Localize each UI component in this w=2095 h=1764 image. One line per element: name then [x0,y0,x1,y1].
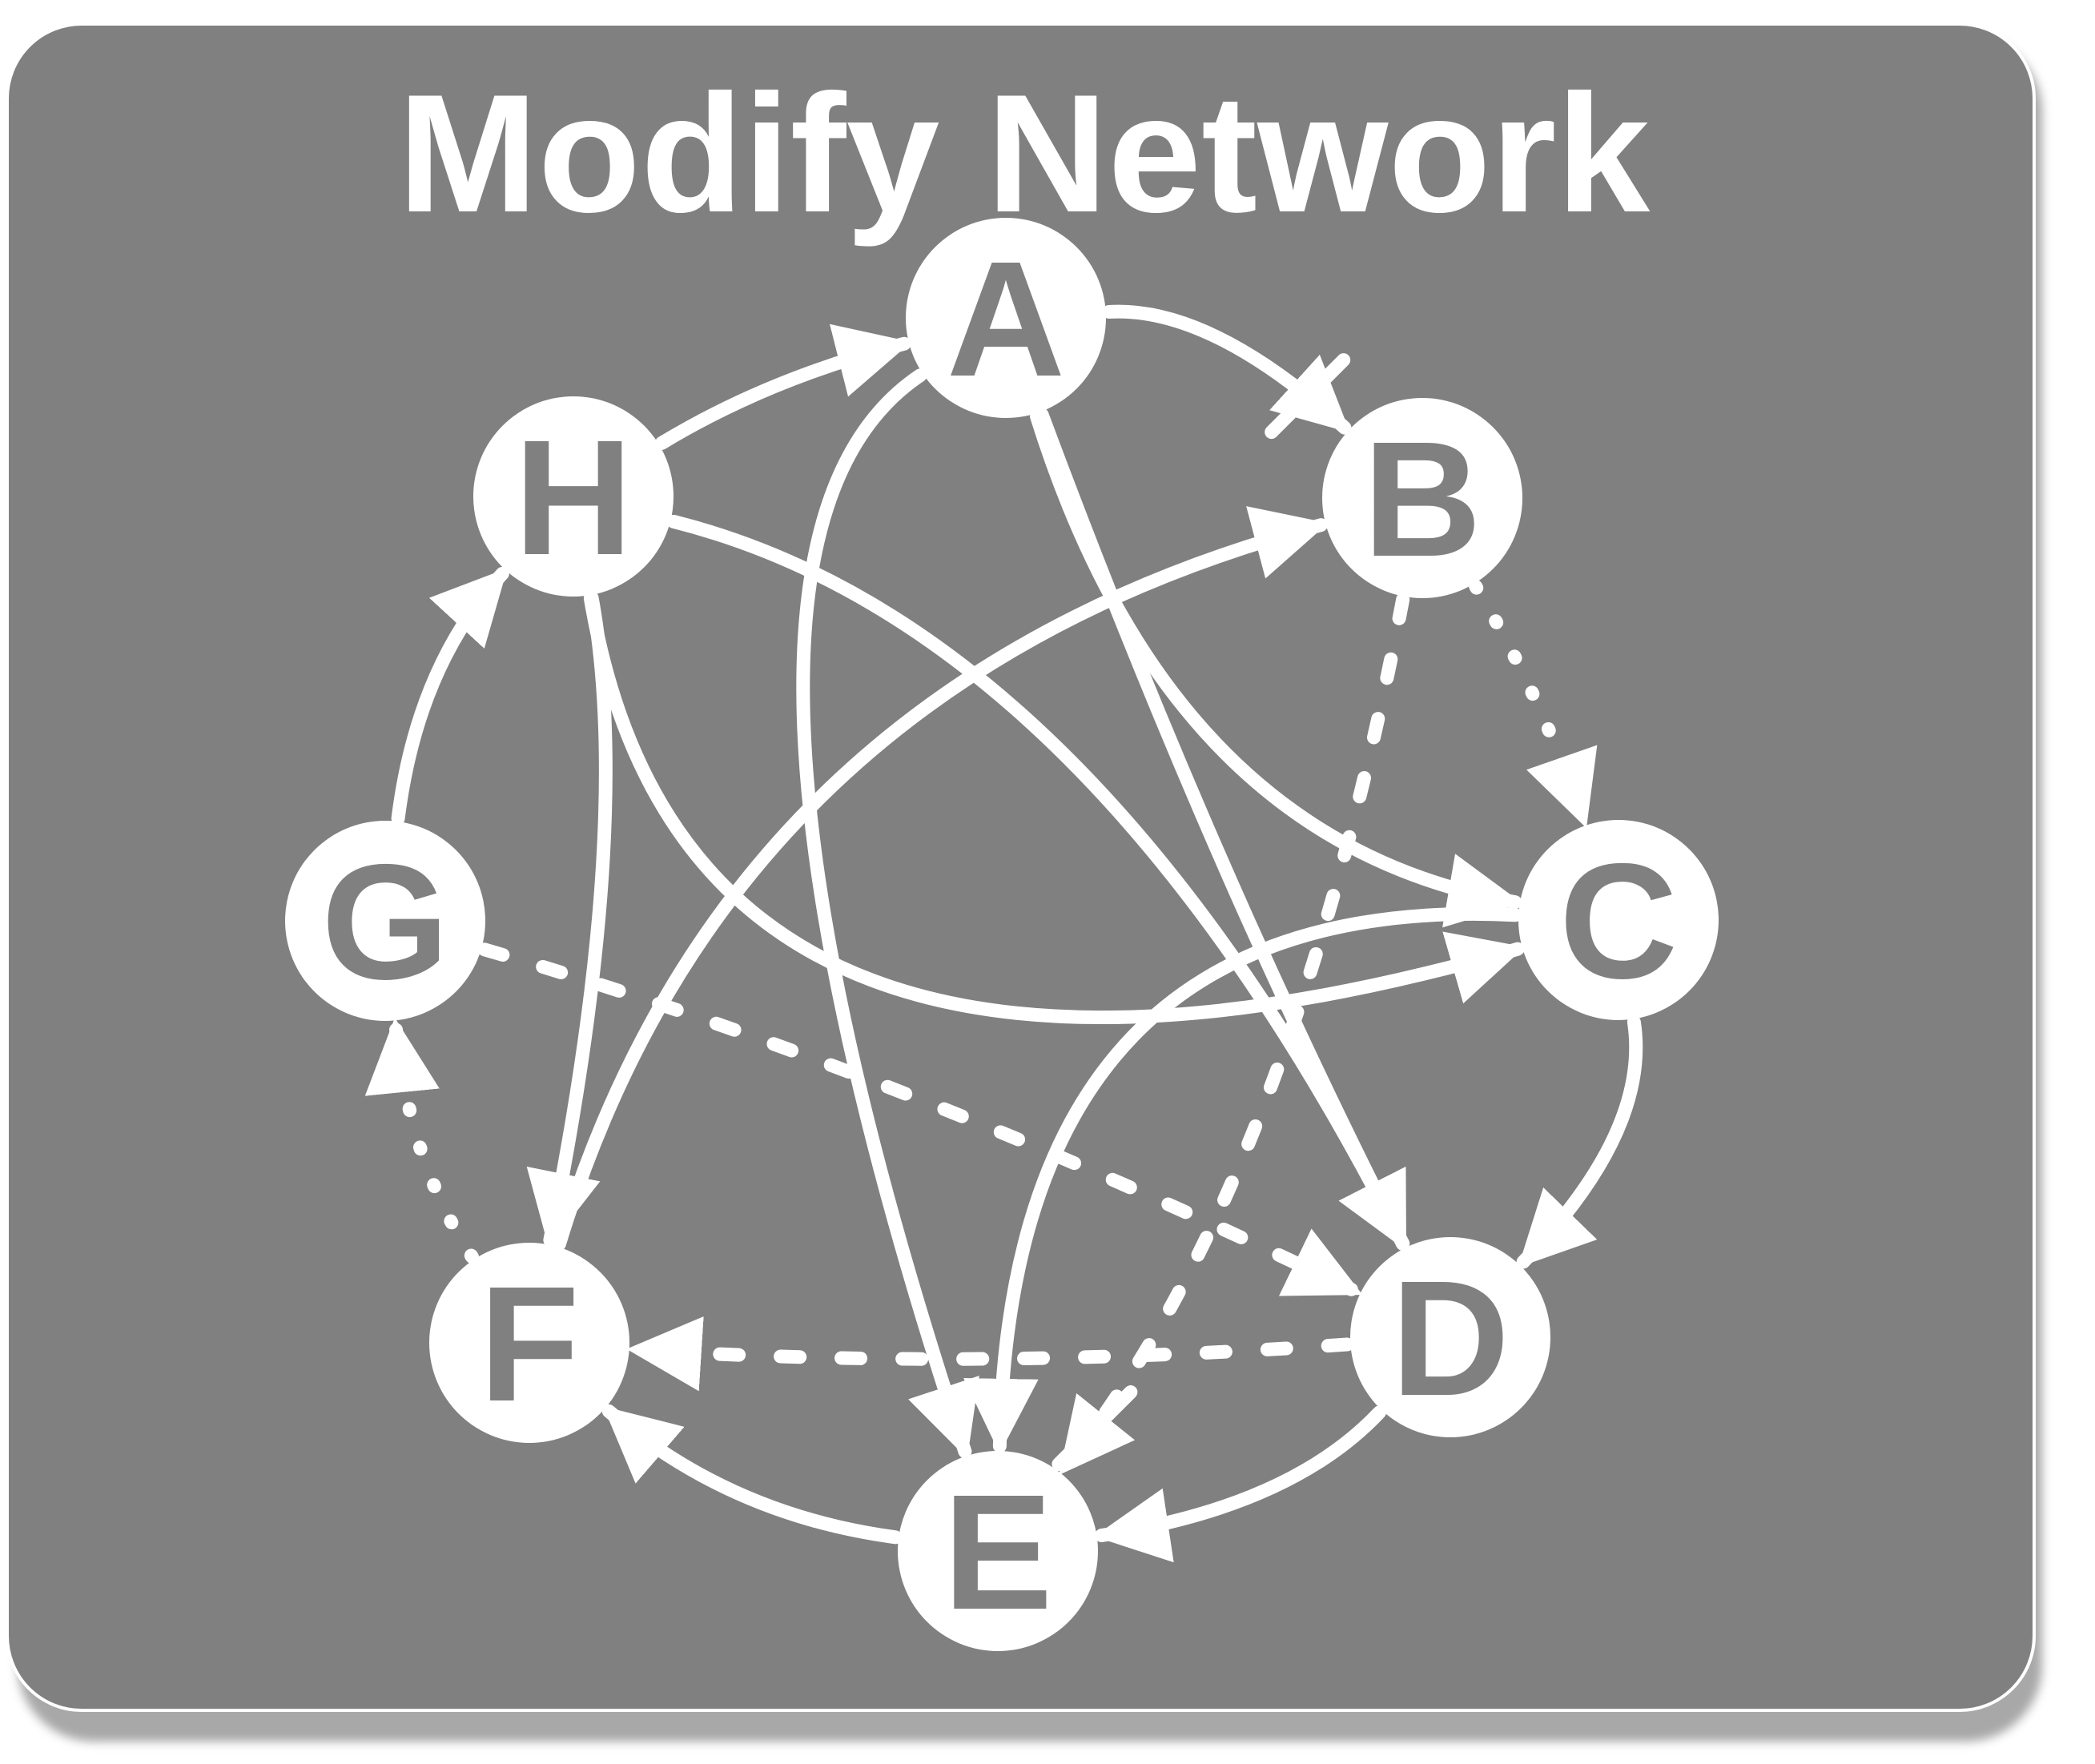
node-circle-g [285,821,485,1021]
edge-c-to-e [963,907,1522,1454]
node-label-b: B [1363,408,1482,591]
crossout-mark-a-b [1265,353,1351,440]
edge-h-to-c [583,591,1526,1025]
edge-c-to-d [1516,1015,1643,1269]
node-label-a: A [947,227,1065,411]
edge-a-to-e [796,368,979,1459]
edge-e-to-f [601,1404,903,1545]
node-a: A [906,218,1106,418]
nodes-layer: A B C D E F G H [285,218,1719,1651]
edge-g-to-h [391,566,509,826]
edges-layer [364,304,1643,1563]
node-circle-b [1322,398,1522,598]
node-circle-f [429,1243,629,1443]
edge-g-to-d [477,942,1363,1299]
page-title: Modify Network [397,59,1651,247]
node-circle-h [473,396,674,597]
edge-h-to-a [654,323,912,450]
network-diagram: A B C D E F G H [285,218,1719,1651]
node-label-h: H [514,406,633,589]
crossout-mark-b-e [1052,1385,1138,1472]
node-circle-c [1518,820,1719,1020]
node-circle-a [906,218,1106,418]
node-g: G [285,821,485,1021]
node-f: F [429,1243,629,1443]
node-circle-d [1350,1237,1550,1437]
network-panel: Modify Network A B C D E F G H [6,22,2036,1712]
node-label-c: C [1559,830,1678,1013]
edge-d-to-e [1094,1405,1386,1563]
edge-f-to-g [364,1018,479,1264]
node-circle-e [898,1451,1098,1651]
node-d: D [1350,1237,1550,1437]
node-label-d: D [1391,1247,1510,1430]
node-label-g: G [321,830,448,1014]
edge-d-to-f [626,1316,1354,1392]
node-label-f: F [479,1252,579,1436]
edge-b-to-c [1469,579,1598,829]
edge-f-to-b [552,506,1329,1252]
edge-h-to-f [526,591,613,1248]
edge-h-to-d [666,514,1410,1251]
node-b: B [1322,398,1522,598]
node-c: C [1518,820,1719,1020]
edge-a-to-b [1102,304,1352,435]
node-e: E [898,1451,1098,1651]
node-label-e: E [943,1461,1053,1644]
node-h: H [473,396,674,597]
